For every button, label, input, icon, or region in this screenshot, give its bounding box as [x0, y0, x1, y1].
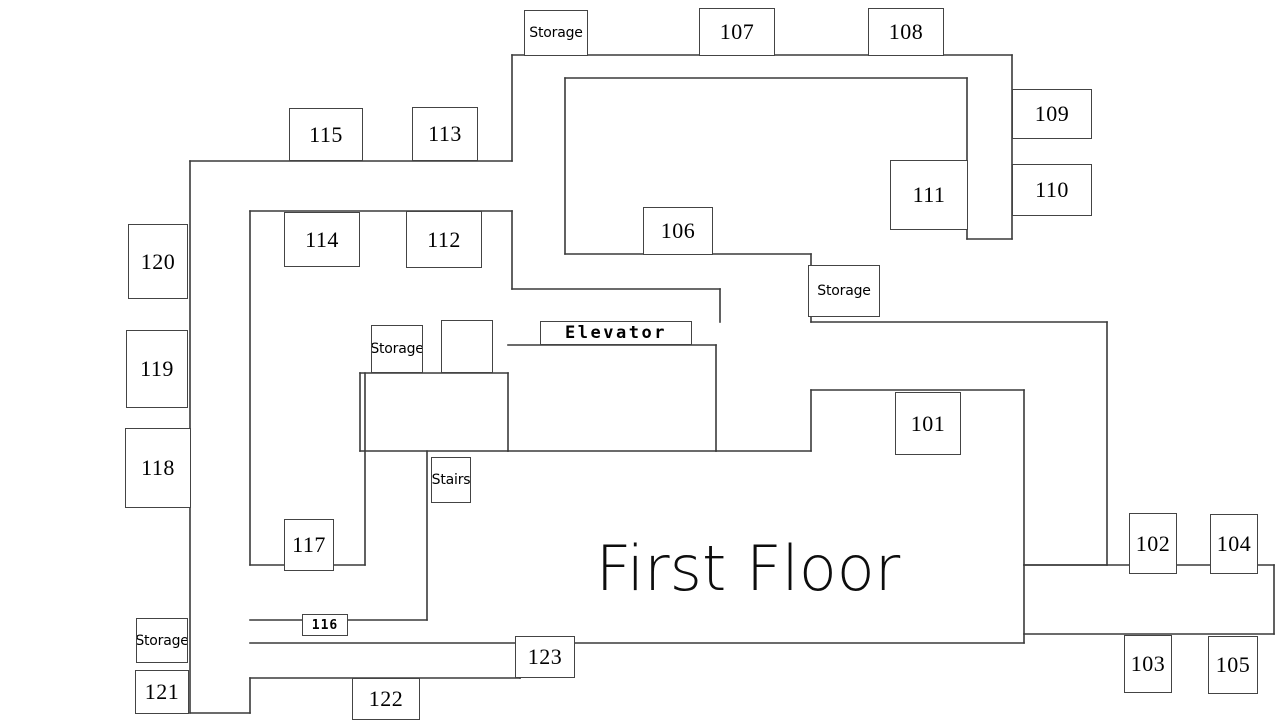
room-label-123[interactable]: 123: [515, 636, 575, 678]
room-label-text: 104: [1216, 531, 1252, 556]
room-label-113[interactable]: 113: [412, 107, 478, 161]
room-label-120[interactable]: 120: [128, 224, 188, 299]
room-label-blank-mid[interactable]: [441, 320, 493, 373]
room-label-115[interactable]: 115: [289, 108, 363, 161]
room-label-109[interactable]: 109: [1012, 89, 1092, 139]
room-label-text: 102: [1135, 530, 1171, 556]
room-label-118[interactable]: 118: [125, 428, 191, 508]
room-label-103[interactable]: 103: [1124, 635, 1172, 693]
room-label-stairs[interactable]: Stairs: [431, 457, 471, 503]
room-label-storage-right[interactable]: Storage: [808, 265, 880, 317]
room-label-text: 112: [427, 226, 461, 252]
room-label-text: 115: [309, 121, 343, 147]
room-label-text: 108: [888, 19, 924, 44]
room-label-102[interactable]: 102: [1129, 513, 1177, 574]
room-label-text: 101: [910, 410, 946, 436]
room-label-text: 110: [1035, 177, 1069, 202]
room-label-text: Storage: [529, 25, 583, 41]
room-label-text: Elevator: [565, 322, 667, 343]
room-label-text: 117: [292, 532, 326, 557]
room-label-105[interactable]: 105: [1208, 636, 1258, 694]
room-label-114[interactable]: 114: [284, 212, 360, 267]
room-label-116[interactable]: 116: [302, 614, 348, 636]
room-label-storage-bot[interactable]: Storage: [136, 618, 188, 663]
room-label-text: 111: [912, 182, 946, 207]
room-label-text: 106: [660, 218, 696, 243]
room-label-text: 116: [311, 617, 339, 633]
room-label-storage-mid[interactable]: Storage: [371, 325, 423, 373]
room-label-110[interactable]: 110: [1012, 164, 1092, 216]
room-label-text: 120: [140, 248, 176, 274]
room-label-text: 105: [1215, 652, 1251, 677]
room-label-text: Stairs: [431, 472, 471, 488]
room-label-text: Storage: [136, 632, 188, 649]
room-label-text: 113: [428, 121, 462, 146]
room-label-101[interactable]: 101: [895, 392, 961, 455]
wall-group-elevator-room: [507, 344, 717, 452]
room-label-122[interactable]: 122: [352, 678, 420, 720]
room-label-text: 123: [527, 644, 563, 669]
room-label-text: 107: [719, 19, 755, 44]
room-label-121[interactable]: 121: [135, 670, 189, 714]
room-label-text: Storage: [817, 283, 871, 299]
room-label-text: 109: [1034, 101, 1070, 126]
room-label-111[interactable]: 111: [890, 160, 968, 230]
room-label-text: 121: [144, 679, 180, 704]
room-label-storage-top[interactable]: Storage: [524, 10, 588, 56]
room-label-104[interactable]: 104: [1210, 514, 1258, 574]
room-label-112[interactable]: 112: [406, 211, 482, 268]
room-label-108[interactable]: 108: [868, 8, 944, 56]
wall-group-room-101: [715, 389, 1025, 644]
room-label-text: 119: [140, 356, 174, 381]
room-label-text: 103: [1130, 651, 1166, 676]
room-label-106[interactable]: 106: [643, 207, 713, 255]
room-label-text: Storage: [371, 341, 423, 357]
room-label-text: 122: [368, 686, 404, 711]
room-label-elevator[interactable]: Elevator: [540, 321, 692, 345]
room-label-107[interactable]: 107: [699, 8, 775, 56]
page-title: First Floor: [595, 531, 901, 605]
wall-group-bottom-right: [1023, 564, 1275, 635]
room-label-117[interactable]: 117: [284, 519, 334, 571]
room-label-text: 118: [141, 455, 175, 480]
room-label-119[interactable]: 119: [126, 330, 188, 408]
room-label-text: 114: [305, 226, 339, 252]
